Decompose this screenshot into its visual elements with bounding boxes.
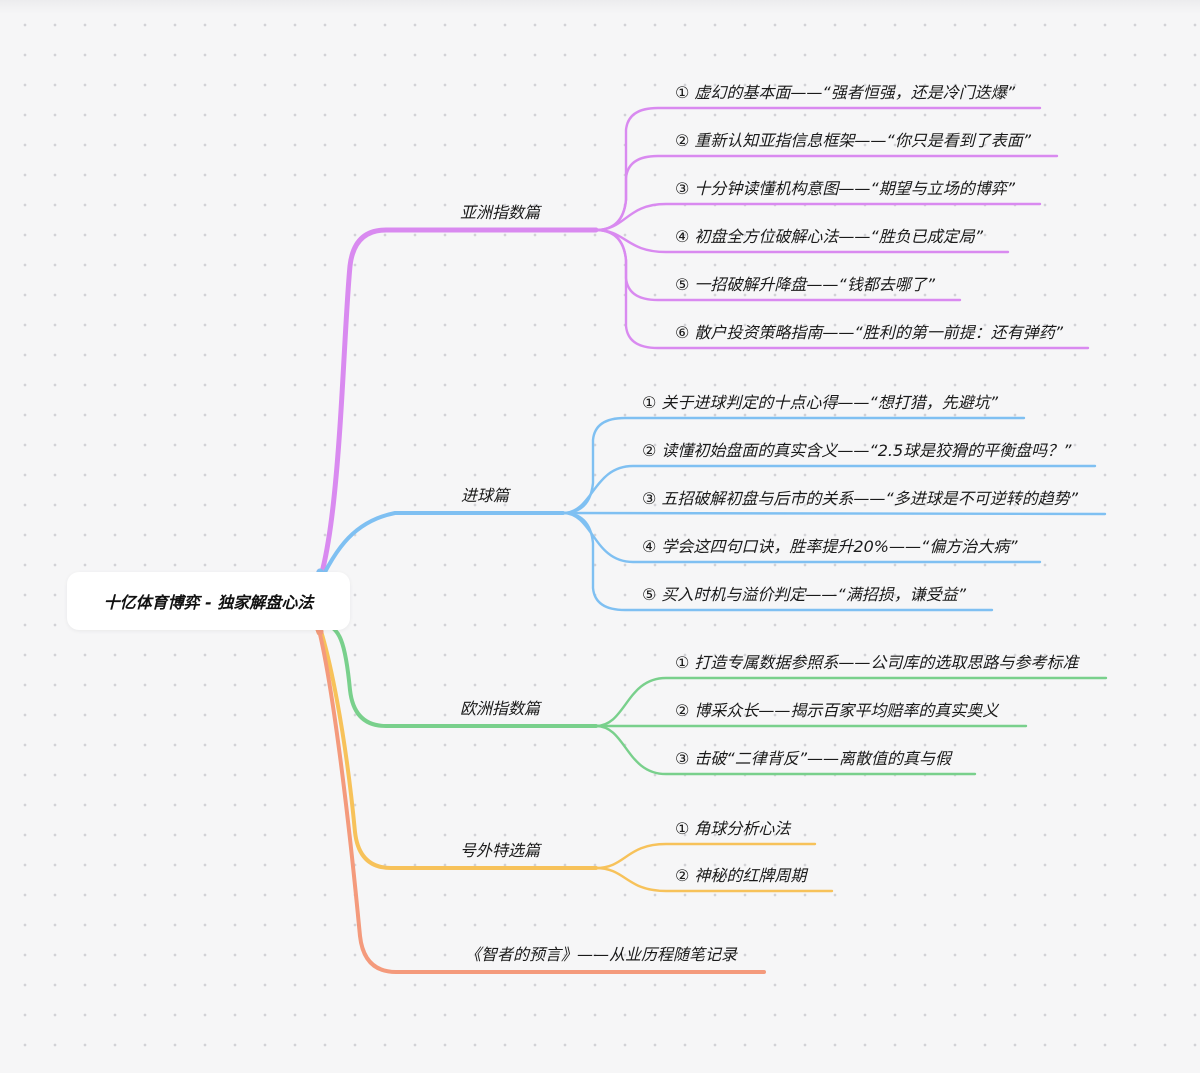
branch-connector-4	[308, 600, 766, 974]
leaf-label-1-1[interactable]: ② 读懂初始盘面的真实含义——“2.5球是狡猾的平衡盘吗？”	[642, 441, 1072, 460]
leaf-connector-3-0	[594, 842, 817, 870]
leaf-label-3-1[interactable]: ② 神秘的红牌周期	[675, 866, 808, 885]
labels-layer: 亚洲指数篇 ① 虚幻的基本面——“强者恒强，还是冷门迭爆” ② 重新认知亚指信息框架…	[460, 83, 1080, 964]
leaf-label-2-1[interactable]: ② 博采众长——揭示百家平均赔率的真实奥义	[675, 701, 999, 720]
leaf-label-1-0[interactable]: ① 关于进球判定的十点心得——“想打猎，先避坑”	[642, 393, 999, 412]
leaf-connector-1-2	[561, 511, 1107, 516]
leaf-label-0-0[interactable]: ① 虚幻的基本面——“强者恒强，还是冷门迭爆”	[675, 83, 1016, 102]
leaf-label-1-3[interactable]: ④ 学会这四句口诀，胜率提升20%——“偏方治大病”	[642, 537, 1018, 556]
branch-connector-2	[308, 600, 598, 728]
root-node[interactable]: 十亿体育博弈 - 独家解盘心法	[67, 572, 350, 630]
branch-label-4[interactable]: 《智者的预言》——从业历程随笔记录	[465, 945, 738, 964]
branch-label-2[interactable]: 欧洲指数篇	[460, 699, 543, 718]
root-title: 十亿体育博弈 - 独家解盘心法	[103, 593, 314, 612]
leaf-label-2-2[interactable]: ③ 击破“二律背反”——离散值的真与假	[675, 749, 953, 768]
leaf-label-0-4[interactable]: ⑤ 一招破解升降盘——“钱都去哪了”	[675, 275, 936, 294]
leaf-connector-0-0	[594, 106, 1042, 232]
leaf-connector-1-1	[561, 464, 1097, 515]
leaf-connector-2-2	[594, 724, 977, 776]
top-bar	[0, 0, 1200, 14]
leaf-connector-1-0	[561, 416, 1026, 515]
leaf-label-0-3[interactable]: ④ 初盘全方位破解心法——“胜负已成定局”	[675, 227, 984, 246]
leaf-label-1-4[interactable]: ⑤ 买入时机与溢价判定——“满招损，谦受益”	[642, 585, 967, 604]
leaf-connector-0-2	[594, 202, 1042, 232]
leaf-connector-2-0	[594, 676, 1108, 728]
leaf-label-3-0[interactable]: ① 角球分析心法	[675, 819, 792, 838]
branch-label-0[interactable]: 亚洲指数篇	[460, 203, 543, 222]
leaf-connector-0-5	[594, 228, 1090, 350]
branch-connector-3	[308, 600, 598, 870]
leaf-label-0-1[interactable]: ② 重新认知亚指信息框架——“你只是看到了表面”	[675, 131, 1032, 150]
leaf-label-2-0[interactable]: ① 打造专属数据参照系——公司库的选取思路与参考标准	[675, 653, 1080, 672]
leaf-connector-1-4	[561, 511, 994, 612]
leaf-label-0-5[interactable]: ⑥ 散户投资策略指南——“胜利的第一前提：还有弹药”	[675, 323, 1064, 342]
branch-label-3[interactable]: 号外特选篇	[460, 841, 543, 860]
leaf-connector-3-1	[594, 866, 834, 893]
leaf-label-0-2[interactable]: ③ 十分钟读懂机构意图——“期望与立场的博弈”	[675, 179, 1016, 198]
branch-label-1[interactable]: 进球篇	[461, 486, 512, 505]
branch-connector-0	[307, 227, 599, 605]
leaf-label-1-2[interactable]: ③ 五招破解初盘与后市的关系——“多进球是不可逆转的趋势”	[642, 489, 1079, 508]
